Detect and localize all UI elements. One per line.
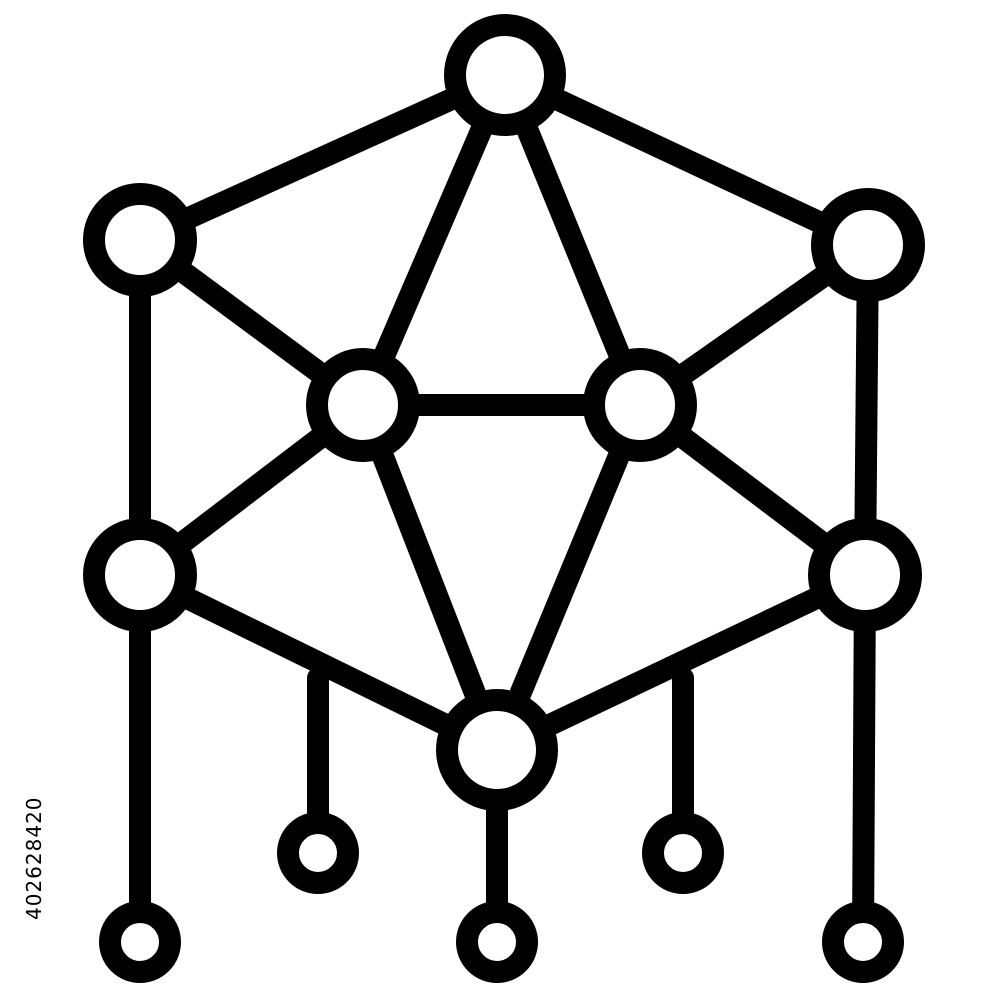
node-up-left — [83, 183, 197, 297]
node-low-right — [808, 518, 922, 632]
node-up-right — [811, 188, 925, 302]
edge-top-upRight — [494, 64, 879, 256]
edge-midLeft-bottom — [352, 394, 508, 761]
edge-top-upLeft — [129, 64, 516, 251]
node-hang-b — [642, 812, 724, 894]
edge-lowRight-bottom — [486, 564, 876, 761]
node-top — [444, 14, 566, 136]
edge-lowRight-hangR — [852, 564, 876, 953]
stock-id-watermark: 402628420 — [22, 796, 46, 920]
node-low-left — [83, 518, 197, 632]
node-hang-m — [456, 901, 538, 983]
node-mid-right — [583, 348, 697, 462]
edge-midRight-bottom — [486, 394, 651, 761]
node-mid-left — [306, 348, 420, 462]
node-bottom — [436, 689, 558, 811]
edge-lowLeft-bottom — [129, 564, 508, 761]
node-hang-a — [277, 812, 359, 894]
node-hang-l — [99, 901, 181, 983]
network-edges — [129, 64, 879, 953]
network-nodes — [83, 14, 925, 983]
node-hang-r — [822, 901, 904, 983]
